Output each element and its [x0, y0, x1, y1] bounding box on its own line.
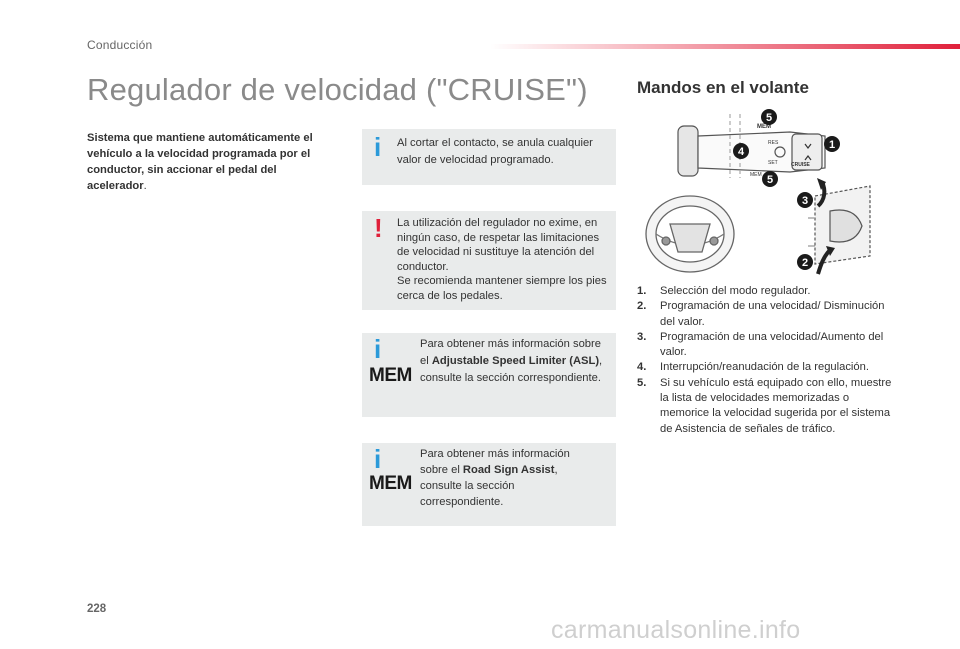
steering-controls-diagram: MEM RES SET CRUISE MEM 5 4 1 5 3 2 — [645, 109, 871, 275]
warning-note: ! La utilización del regulador no exime,… — [362, 211, 616, 310]
note-text: Al cortar el contacto, se anula cualquie… — [397, 137, 593, 166]
res-label: RES — [768, 140, 779, 146]
intro-tail: . — [143, 180, 147, 192]
callout-2: 2 — [802, 257, 808, 269]
info-icon: i — [374, 334, 382, 364]
road-sign-link-text: Road Sign Assist — [462, 464, 555, 476]
warning-line-2: Se recomienda mantener siempre los pies … — [397, 275, 607, 302]
callout-5-bottom-badge — [762, 171, 778, 187]
note-text-post: , consulte la sección correspondiente. — [420, 355, 603, 384]
page-title: Regulador de velocidad ("CRUISE") — [87, 72, 588, 107]
info-note-contact: i Al cortar el contacto, se anula cualqu… — [362, 129, 616, 185]
note-text-pre: Para obtener más información sobre el — [420, 338, 601, 367]
intro-bold: Sistema que mantiene automáticamente el … — [87, 132, 313, 192]
note-text-post: , consulte la sección correspondiente. — [420, 464, 558, 508]
mem-label-lower: MEM — [750, 172, 762, 178]
list-item: 4. Interrupción/reanudación de la regulac… — [637, 360, 892, 375]
list-item: 1. Selección del modo regulador. — [637, 284, 892, 299]
asl-link-text: Adjustable Speed Limiter (ASL) — [431, 355, 600, 367]
list-item-text: Programación de una velocidad/ Disminuci… — [660, 300, 885, 328]
down-arrow-head-icon — [826, 246, 835, 256]
callout-5-bottom: 5 — [767, 174, 773, 186]
note-text: Para obtener más información sobre el Ad… — [420, 336, 610, 387]
list-item-text: Interrupción/reanudación de la regulació… — [660, 361, 869, 374]
controls-title: Mandos en el volante — [637, 78, 809, 97]
note-text-pre: Para obtener más información sobre el — [420, 448, 570, 476]
callout-5-top-badge — [761, 109, 777, 125]
lever-side-view — [808, 185, 871, 265]
steering-wheel — [645, 195, 735, 273]
info-icon: i — [374, 444, 382, 474]
cruise-lever-closeup — [677, 114, 826, 178]
callout-4-badge — [733, 143, 749, 159]
mem-icon: MEM — [369, 473, 412, 494]
callout-3-badge — [797, 192, 813, 208]
callout-3: 3 — [802, 195, 808, 207]
list-item-number: 1. — [637, 285, 647, 297]
list-item-number: 3. — [637, 330, 647, 343]
list-item-text: Si su vehículo está equipado con ello, m… — [660, 376, 892, 435]
list-item-number: 4. — [637, 361, 647, 374]
callout-1-badge — [824, 136, 840, 152]
cruise-label: CRUISE — [791, 162, 811, 168]
callout-1: 1 — [829, 139, 835, 151]
list-item-text: Selección del modo regulador. — [660, 285, 811, 297]
list-item-number: 2. — [637, 300, 647, 313]
info-note-asl: i MEM Para obtener más información sobre… — [362, 333, 616, 417]
page-number: 228 — [87, 603, 107, 615]
callout-5-top: 5 — [766, 112, 772, 124]
warning-line-1: La utilización del regulador no exime, e… — [397, 217, 600, 273]
set-label: SET — [768, 160, 778, 166]
watermark: carmanualsonline.info — [551, 616, 801, 644]
info-note-road-sign: i MEM Para obtener más información sobre… — [362, 443, 616, 526]
list-item-number: 5. — [637, 376, 647, 389]
list-item-text: Programación de una velocidad/Aumento de… — [660, 330, 884, 359]
list-item: 5. Si su vehículo está equipado con ello,… — [637, 376, 892, 437]
callout-2-badge — [797, 254, 813, 270]
header-accent-bar — [490, 44, 960, 49]
controls-list: 1. Selección del modo regulador. 2. Progra… — [637, 284, 892, 437]
info-icon: i — [374, 132, 382, 162]
note-text: Para obtener más información sobre el Ro… — [420, 446, 600, 510]
list-item: 3. Programación de una velocidad/Aumento … — [637, 330, 892, 361]
note-text: La utilización del regulador no exime, e… — [397, 216, 611, 303]
callout-4: 4 — [738, 146, 745, 158]
mem-icon: MEM — [369, 365, 412, 386]
intro-paragraph: Sistema que mantiene automáticamente el … — [87, 130, 337, 194]
mem-label: MEM — [757, 124, 771, 130]
up-arrow-head-icon — [817, 178, 826, 190]
section-header: Conducción — [87, 38, 153, 52]
warning-icon: ! — [374, 213, 383, 243]
list-item: 2. Programación de una velocidad/ Disminu… — [637, 299, 892, 330]
